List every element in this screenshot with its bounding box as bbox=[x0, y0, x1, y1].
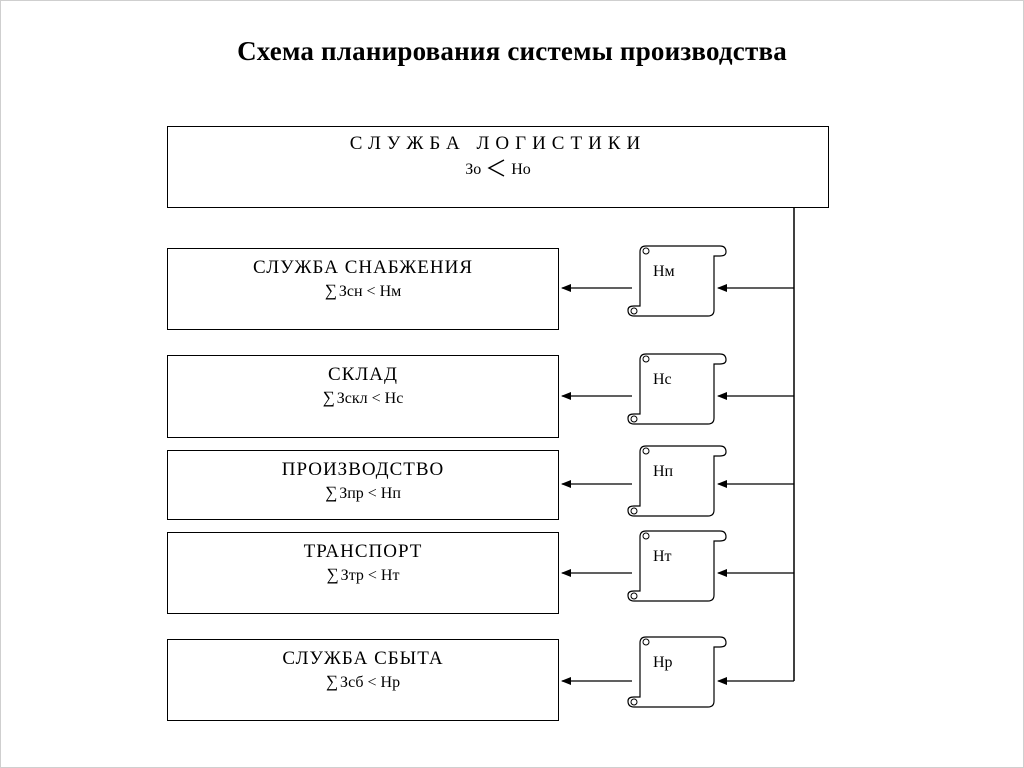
less-than-icon bbox=[487, 159, 505, 177]
norm-scroll-icon bbox=[627, 245, 727, 317]
norm-label: Нт bbox=[653, 548, 672, 565]
norm-scroll-icon bbox=[627, 353, 727, 425]
logistics-box-label: СЛУЖБА ЛОГИСТИКИ bbox=[349, 133, 647, 154]
service-box-label: СЛУЖБА СБЫТА bbox=[282, 648, 444, 669]
service-box-formula: ∑Зтр < Нт bbox=[326, 565, 400, 584]
logistics-box: СЛУЖБА ЛОГИСТИКИ Зо Но bbox=[167, 126, 829, 208]
sum-icon: ∑ bbox=[325, 483, 338, 502]
logistics-formula-right: Но bbox=[511, 161, 531, 178]
service-box-label: ТРАНСПОРТ bbox=[303, 541, 423, 562]
service-box-sales: СЛУЖБА СБЫТА ∑Зсб < Нр bbox=[167, 639, 559, 721]
sum-icon: ∑ bbox=[326, 565, 339, 584]
service-box-label: СКЛАД bbox=[328, 364, 398, 385]
service-box-label: СЛУЖБА СНАБЖЕНИЯ bbox=[253, 257, 473, 278]
logistics-box-formula: Зо Но bbox=[168, 157, 828, 180]
service-box-warehouse: СКЛАД ∑Зскл < Нс bbox=[167, 355, 559, 438]
norm-label: Нс bbox=[653, 371, 672, 388]
service-box-formula: ∑Зпр < Нп bbox=[325, 483, 401, 502]
service-box-transport: ТРАНСПОРТ ∑Зтр < Нт bbox=[167, 532, 559, 614]
service-box-formula: ∑Зсб < Нр bbox=[325, 672, 401, 691]
service-box-label: ПРОИЗВОДСТВО bbox=[281, 459, 445, 480]
norm-scroll-icon bbox=[627, 445, 727, 517]
norm-scroll-icon bbox=[627, 530, 727, 602]
norm-label: Нр bbox=[653, 654, 673, 671]
sum-icon: ∑ bbox=[322, 388, 335, 407]
norm-label: Нм bbox=[653, 263, 675, 280]
page-title: Схема планирования системы производства bbox=[237, 36, 787, 66]
service-box-formula: ∑Зскл < Нс bbox=[322, 388, 404, 407]
service-box-formula: ∑Зсн < Нм bbox=[324, 281, 402, 300]
service-box-production: ПРОИЗВОДСТВО ∑Зпр < Нп bbox=[167, 450, 559, 520]
sum-icon: ∑ bbox=[325, 672, 339, 691]
logistics-formula-left: Зо bbox=[465, 161, 482, 178]
service-box-supply: СЛУЖБА СНАБЖЕНИЯ ∑Зсн < Нм bbox=[167, 248, 559, 330]
norm-scroll-icon bbox=[627, 636, 727, 708]
norm-label: Нп bbox=[653, 463, 674, 480]
sum-icon: ∑ bbox=[324, 281, 337, 300]
